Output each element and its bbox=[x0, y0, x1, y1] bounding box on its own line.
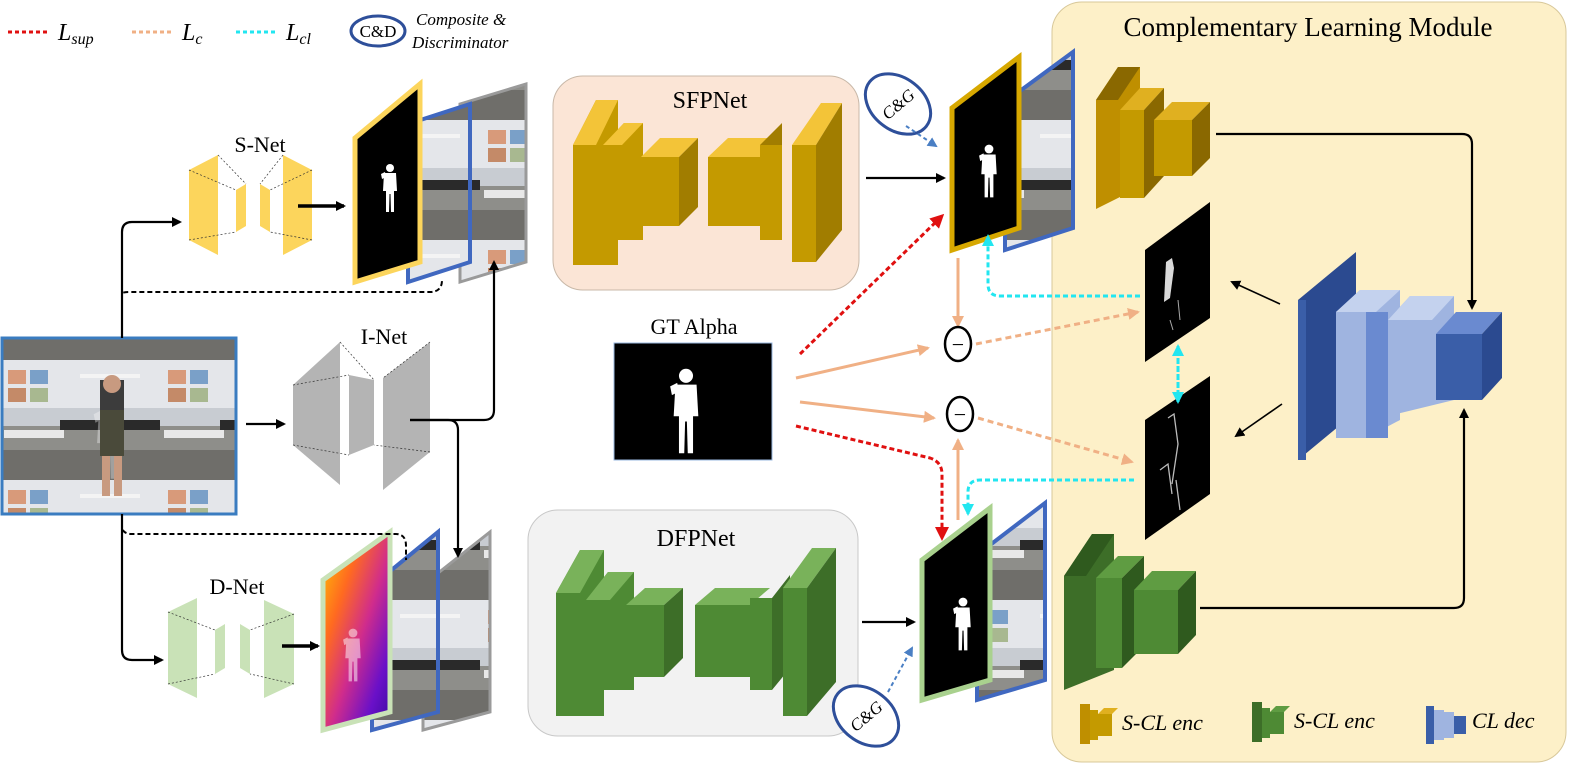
cl-dec-icon bbox=[1426, 706, 1466, 744]
legend-cd-badge: C&D bbox=[360, 22, 397, 41]
arrow-dec-to-diff-top bbox=[1230, 280, 1281, 305]
cl-decoder bbox=[1298, 252, 1502, 460]
legend-c-label: Lc bbox=[181, 20, 202, 48]
minus-symbol-top: − bbox=[952, 332, 964, 357]
s-cl-enc-label-2: S-CL enc bbox=[1294, 708, 1375, 733]
s-cl-enc-green-icon bbox=[1252, 702, 1290, 742]
cl-dec-label: CL dec bbox=[1472, 708, 1535, 733]
dashed-skip-top bbox=[121, 279, 443, 300]
legend: Lsup Lc Lcl C&D Composite & Discriminato… bbox=[8, 10, 509, 52]
cg-badge-top: C&G bbox=[863, 72, 938, 148]
diff-map-top bbox=[1145, 202, 1210, 362]
minus-symbol-bottom: − bbox=[954, 402, 966, 427]
s-cl-enc-gold-icon bbox=[1080, 704, 1118, 744]
dfpnet-layers bbox=[556, 548, 836, 716]
d-branch-stack bbox=[320, 527, 492, 734]
arrow-dec-to-diff-bottom bbox=[1234, 403, 1283, 438]
arrow-gold-enc-to-dec bbox=[1216, 132, 1477, 310]
gt-alpha-label: GT Alpha bbox=[651, 314, 738, 339]
arrow-inet-to-s-stack bbox=[410, 260, 499, 422]
sfpnet-layers bbox=[573, 100, 842, 265]
sfpnet-label: SFPNet bbox=[673, 88, 748, 114]
arrow-input-to-snet bbox=[120, 217, 182, 338]
clm-title: Complementary Learning Module bbox=[1124, 12, 1493, 42]
cg-bottom-arrow bbox=[887, 646, 913, 693]
orange-arrows bbox=[795, 258, 1140, 520]
red-arrow-to-dfp bbox=[795, 424, 949, 541]
inet-label: I-Net bbox=[361, 324, 407, 349]
arrow-input-to-dnet bbox=[120, 514, 164, 665]
s-cl-enc-label-1: S-CL enc bbox=[1122, 710, 1203, 735]
legend-sup-label: Lsup bbox=[57, 20, 94, 48]
cyan-diff-top-to-sfp bbox=[982, 234, 1140, 298]
red-loss-arrows bbox=[795, 213, 949, 541]
orange-minus-to-diff-bottom bbox=[977, 416, 1134, 466]
cyan-arrows bbox=[962, 234, 1184, 516]
minus-op-bottom: − bbox=[945, 395, 975, 433]
cyan-diff-bottom-to-dfp bbox=[962, 478, 1134, 516]
red-arrow-to-sfp bbox=[798, 213, 945, 356]
diff-map-bottom bbox=[1145, 376, 1210, 540]
arrow-inet-to-d-stack bbox=[410, 418, 463, 558]
clm-gold-encoder bbox=[1096, 67, 1210, 209]
minus-op-top: − bbox=[943, 325, 973, 363]
input-image bbox=[0, 336, 238, 516]
cg-badge-bottom: C&G bbox=[831, 646, 913, 748]
dfp-output-stack bbox=[919, 498, 1047, 704]
cg-top-arrow bbox=[905, 125, 938, 148]
gt-alpha-image bbox=[613, 342, 773, 461]
legend-cd-ellipse bbox=[349, 14, 407, 48]
legend-cd-text-1: Composite & bbox=[416, 10, 507, 29]
orange-minus-to-diff-top bbox=[975, 308, 1140, 346]
sfp-output-stack bbox=[949, 48, 1075, 254]
clm-green-encoder bbox=[1064, 534, 1196, 690]
flow-arrows bbox=[120, 132, 1477, 665]
legend-cl-label: Lcl bbox=[285, 20, 311, 48]
orange-gt-to-minus-bottom bbox=[799, 400, 936, 423]
orange-gt-to-minus-top bbox=[795, 344, 930, 380]
s-branch-stack bbox=[352, 78, 528, 286]
snet-block bbox=[188, 154, 313, 255]
snet-label: S-Net bbox=[234, 132, 285, 157]
arrow-green-enc-to-dec bbox=[1200, 408, 1469, 610]
dfpnet-label: DFPNet bbox=[657, 526, 736, 552]
bottom-legend: S-CL enc S-CL enc CL dec bbox=[1080, 702, 1535, 744]
dnet-block bbox=[167, 598, 295, 698]
inet-block bbox=[292, 341, 431, 490]
dnet-label: D-Net bbox=[210, 574, 265, 599]
legend-cd-text-2: Discriminator bbox=[411, 33, 509, 52]
